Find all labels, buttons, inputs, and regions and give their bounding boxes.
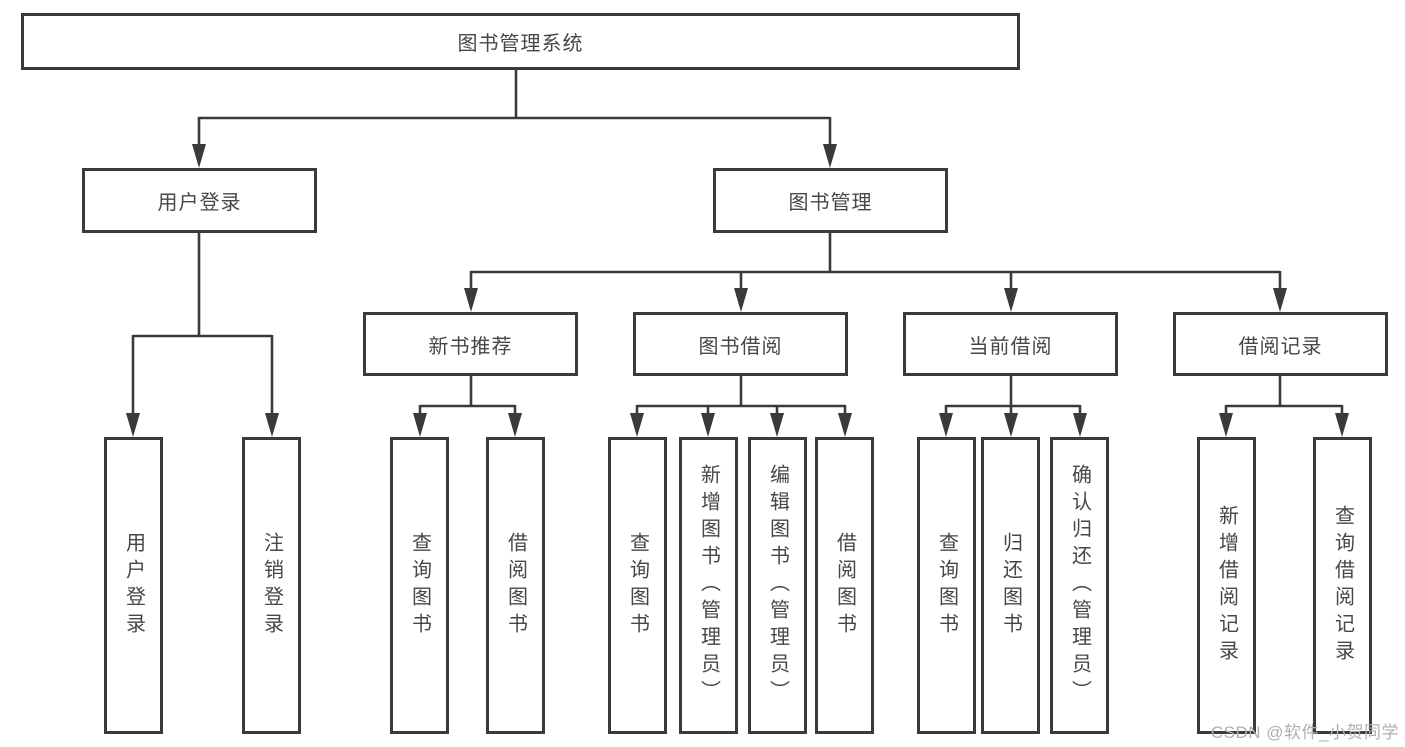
node-new-book-recommend: 新书推荐	[363, 312, 578, 376]
node-label: 注销登录	[260, 531, 283, 640]
node-label: 借阅图书	[833, 531, 856, 640]
node-book-management-branch: 图书管理	[713, 168, 948, 233]
leaf-add-borrow-record: 新增借阅记录	[1197, 437, 1256, 734]
node-label: 借阅记录	[1238, 335, 1323, 358]
leaf-borrow-books: 借阅图书	[815, 437, 874, 734]
node-root-library-system: 图书管理系统	[21, 13, 1020, 70]
node-label: 借阅图书	[504, 531, 527, 640]
node-current-borrowing: 当前借阅	[903, 312, 1118, 376]
node-label: 图书管理	[788, 192, 873, 214]
node-label: 当前借阅	[968, 335, 1053, 358]
arrowheads	[126, 144, 1349, 437]
leaf-confirm-return-admin: 确认归还（管理员）	[1050, 437, 1109, 734]
node-label: 新增图书（管理员）	[697, 464, 720, 707]
leaf-query-borrow-record: 查询借阅记录	[1313, 437, 1372, 734]
leaf-return-books: 归还图书	[981, 437, 1040, 734]
leaf-query-books-current: 查询图书	[917, 437, 976, 734]
node-label: 图书管理系统	[457, 33, 584, 55]
node-borrowing-records: 借阅记录	[1173, 312, 1388, 376]
node-label: 确认归还（管理员）	[1068, 464, 1091, 707]
csdn-watermark: CSDN @软件_小贺同学	[1210, 723, 1399, 742]
leaf-user-login: 用户登录	[104, 437, 163, 734]
leaf-add-books-admin: 新增图书（管理员）	[679, 437, 738, 734]
node-label: 归还图书	[999, 531, 1022, 640]
leaf-edit-books-admin: 编辑图书（管理员）	[748, 437, 807, 734]
leaf-query-books-recommend: 查询图书	[390, 437, 449, 734]
node-user-login-branch: 用户登录	[82, 168, 317, 233]
node-book-borrowing: 图书借阅	[633, 312, 848, 376]
node-label: 新书推荐	[428, 335, 513, 358]
leaf-borrow-books-recommend: 借阅图书	[486, 437, 545, 734]
connector-strokes	[131, 70, 1344, 415]
node-label: 用户登录	[157, 192, 242, 214]
node-label: 编辑图书（管理员）	[766, 464, 789, 707]
node-label: 新增借阅记录	[1215, 504, 1238, 667]
leaf-query-books-borrowing: 查询图书	[608, 437, 667, 734]
node-label: 查询图书	[935, 531, 958, 640]
node-label: 查询借阅记录	[1331, 504, 1354, 667]
leaf-logout: 注销登录	[242, 437, 301, 734]
node-label: 图书借阅	[698, 335, 783, 358]
node-label: 查询图书	[408, 531, 431, 640]
node-label: 用户登录	[122, 531, 145, 640]
node-label: 查询图书	[626, 531, 649, 640]
